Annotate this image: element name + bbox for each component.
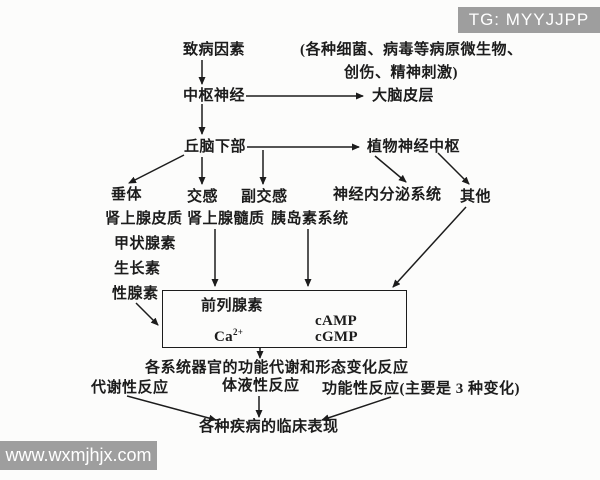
- node-insulin-system: 胰岛素系统: [271, 211, 349, 227]
- node-prostaglandin: 前列腺素: [201, 298, 264, 314]
- node-growth-hormone: 生长素: [114, 261, 161, 277]
- node-central-nervous: 中枢神经: [183, 88, 246, 104]
- node-camp: cAMP: [315, 313, 358, 329]
- second-messenger-box: [162, 290, 407, 348]
- node-humoral-reaction: 体液性反应: [222, 378, 300, 394]
- node-autonomic-center: 植物神经中枢: [367, 139, 461, 155]
- node-hypothalamus: 丘脑下部: [184, 139, 247, 155]
- node-clinical-manifestation: 各种疾病的临床表现: [199, 419, 339, 435]
- calcium-charge: 2+: [232, 327, 244, 337]
- node-parasympathetic: 副交感: [241, 189, 288, 205]
- arrow-other-to-box: [392, 206, 467, 288]
- node-organ-reaction: 各系统器官的功能代谢和形态变化反应: [145, 360, 409, 376]
- node-pituitary: 垂体: [111, 187, 143, 203]
- calcium-symbol: Ca: [214, 329, 233, 345]
- watermark-top-right: TG: MYYJJPP: [458, 7, 600, 33]
- node-cgmp: cGMP: [315, 329, 358, 345]
- arrow-autonomic-to-neuroendocrine: [374, 155, 407, 183]
- node-other: 其他: [460, 189, 492, 205]
- node-gonadotropin: 性腺素: [112, 286, 159, 302]
- node-calcium: Ca2+: [214, 327, 244, 346]
- note-causes-line1: (各种细菌、病毒等病原微生物、: [300, 42, 523, 58]
- node-thyroxine: 甲状腺素: [114, 236, 177, 252]
- node-metabolic-reaction: 代谢性反应: [91, 380, 169, 396]
- watermark-bottom-left: www.wxmjhjx.com: [0, 441, 157, 470]
- node-adrenal-medulla: 肾上腺髓质: [187, 211, 265, 227]
- arrow-hypothalamus-to-pituitary: [128, 154, 185, 184]
- node-pathogenic-factors: 致病因素: [183, 42, 246, 58]
- node-sympathetic: 交感: [187, 189, 219, 205]
- node-neuroendocrine-system: 神经内分泌系统: [333, 187, 442, 203]
- node-adrenal-cortex: 肾上腺皮质: [105, 211, 183, 227]
- note-causes-line2: 创伤、精神刺激): [344, 65, 458, 81]
- node-cerebral-cortex: 大脑皮层: [372, 88, 435, 104]
- node-functional-reaction: 功能性反应(主要是 3 种变化): [322, 381, 520, 397]
- arrow-metabolic-to-clinical: [126, 395, 217, 422]
- arrow-gonadotropin-to-box: [135, 302, 159, 326]
- arrow-functional-to-clinical: [321, 396, 392, 422]
- arrow-autonomic-to-other: [437, 152, 470, 185]
